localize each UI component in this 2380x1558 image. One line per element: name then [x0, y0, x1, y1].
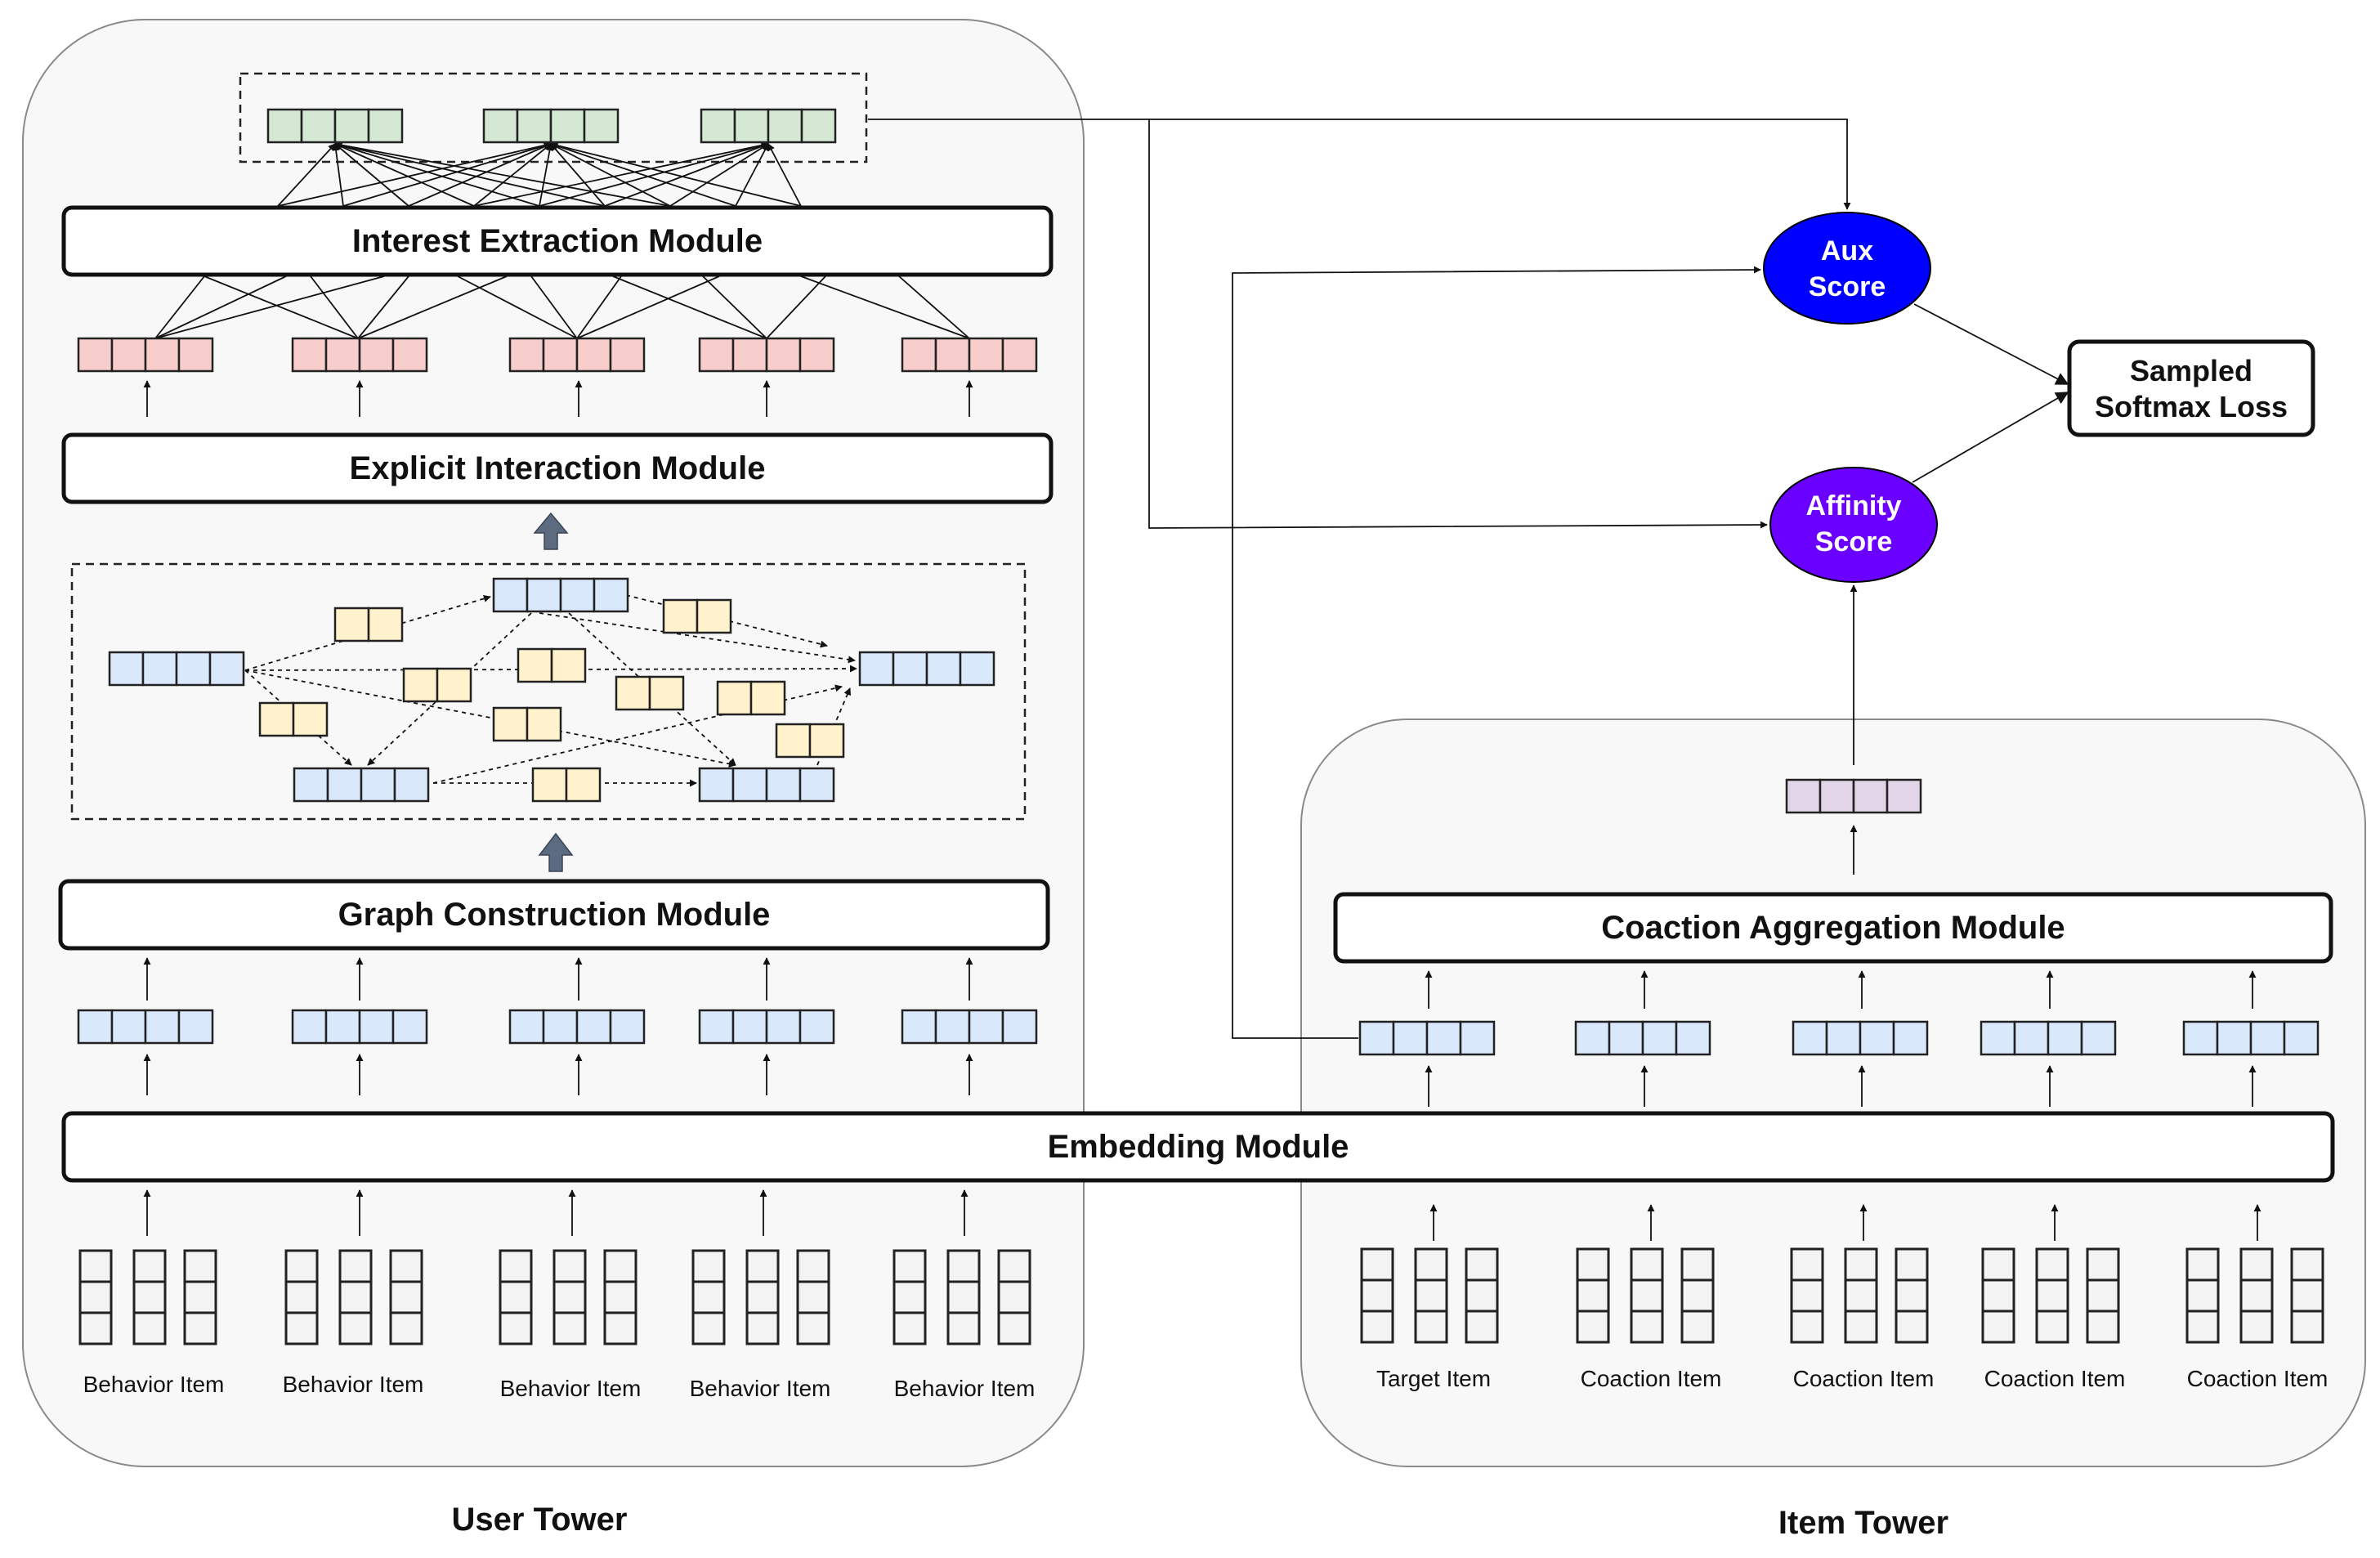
coaction-aggregation-module: Coaction Aggregation Module [1333, 892, 2333, 964]
graph-construction-module: Graph Construction Module [58, 879, 1050, 951]
behavior-item-stack [284, 1249, 423, 1345]
coaction-aggregation-label: Coaction Aggregation Module [1601, 910, 2065, 946]
embedding-vector [2182, 1020, 2320, 1056]
behavior-item-stack [691, 1249, 830, 1345]
arrow-up-icon [533, 512, 569, 550]
behavior-vector [291, 337, 428, 373]
target-to-aux-connector [1232, 266, 1761, 1039]
loss-label-2: Softmax Loss [2095, 390, 2288, 423]
item-item-label: Coaction Item [2187, 1366, 2329, 1391]
behavior-vector [698, 337, 835, 373]
edge-vector [402, 667, 472, 703]
edge-vector [333, 607, 404, 642]
graph-node-vector [108, 651, 245, 687]
item-tower-label: Item Tower [1778, 1505, 1948, 1541]
coaction-item-stack [1576, 1247, 1715, 1344]
graph-node-vector [698, 767, 835, 803]
interest-vector [266, 108, 404, 144]
item-item-label: Coaction Item [1581, 1366, 1722, 1391]
item-item-label: Target Item [1376, 1366, 1491, 1391]
connection-lines [143, 119, 2261, 1241]
edge-vector [517, 647, 587, 683]
coaction-item-stack [1981, 1247, 2120, 1344]
behavior-item-stack [499, 1249, 638, 1345]
behavior-graph-group [70, 562, 1027, 821]
interest-extraction-label: Interest Extraction Module [352, 223, 763, 259]
edge-vector [615, 675, 685, 711]
coaction-item-stack [2185, 1247, 2324, 1344]
behavior-vector [77, 337, 214, 373]
embedding-vector [1358, 1020, 1496, 1056]
interest-to-affinity-connector [868, 119, 1768, 529]
embedding-vector [291, 1009, 428, 1045]
explicit-interaction-label: Explicit Interaction Module [350, 450, 766, 486]
affinity-score-node: Affinity Score [1769, 467, 1938, 583]
edge-vector [775, 723, 845, 759]
item-item-label: Coaction Item [1793, 1366, 1935, 1391]
arrow-up-icon [538, 832, 574, 872]
coaction-item-stack [1790, 1247, 1929, 1344]
embedding-vector [1792, 1020, 1929, 1056]
graph-construction-label: Graph Construction Module [338, 897, 771, 933]
embedding-vector [901, 1009, 1038, 1045]
item-vector [1785, 778, 1922, 814]
user-item-label: Behavior Item [83, 1372, 225, 1397]
embedding-module: Embedding Module [61, 1111, 2335, 1183]
embedding-label: Embedding Module [1048, 1129, 1349, 1165]
behavior-vector [901, 337, 1038, 373]
embedding-vector [77, 1009, 214, 1045]
interest-to-aux-connector [1149, 119, 1851, 210]
embedding-vector [508, 1009, 646, 1045]
behavior-item-stack [78, 1249, 217, 1345]
user-item-label: Behavior Item [500, 1376, 642, 1401]
interest-vectors-group [239, 72, 868, 163]
user-item-label: Behavior Item [283, 1372, 424, 1397]
behavior-item-stack [892, 1249, 1031, 1345]
interest-vector [700, 108, 837, 144]
loss-label-1: Sampled [2130, 354, 2252, 387]
user-tower-panel [22, 19, 1085, 1467]
embedding-vectors [77, 108, 2320, 1056]
edge-vector [258, 701, 329, 737]
aux-score-label-1: Aux [1821, 235, 1873, 266]
embedding-vector [1980, 1020, 2117, 1056]
embedding-vector [698, 1009, 835, 1045]
explicit-interaction-module: Explicit Interaction Module [61, 432, 1054, 504]
sampled-softmax-loss-node: Sampled Softmax Loss [2067, 339, 2315, 437]
user-item-label: Behavior Item [894, 1376, 1036, 1401]
edge-vector [531, 767, 602, 803]
embedding-vector [1574, 1020, 1711, 1056]
input-item-stacks [78, 1247, 2324, 1345]
aux-score-label-2: Score [1809, 271, 1886, 302]
affinity-score-label-2: Score [1815, 526, 1893, 557]
edge-vector [492, 706, 562, 742]
affinity-score-label-1: Affinity [1805, 490, 1901, 522]
user-item-label: Behavior Item [690, 1376, 831, 1401]
coaction-item-stack [1360, 1247, 1499, 1344]
interest-vector [482, 108, 620, 144]
aux-score-node: Aux Score [1763, 212, 1931, 325]
item-item-label: Coaction Item [1984, 1366, 2126, 1391]
graph-node-vector [858, 651, 995, 687]
graph-node-vector [293, 767, 430, 803]
interest-extraction-module: Interest Extraction Module [61, 205, 1054, 277]
behavior-vector [508, 337, 646, 373]
graph-node-vector [492, 577, 629, 613]
edge-vector [716, 680, 786, 716]
item-tower-panel [1300, 719, 2366, 1467]
user-tower-label: User Tower [452, 1502, 628, 1538]
edge-vector [662, 598, 732, 634]
